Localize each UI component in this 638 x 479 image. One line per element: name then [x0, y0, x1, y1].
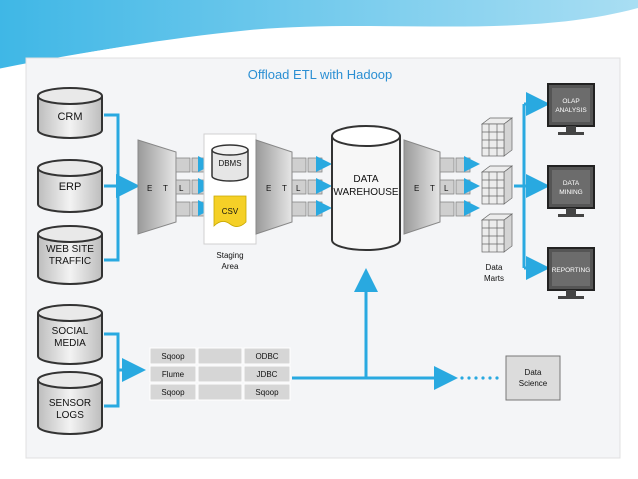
reporting-label: REPORTING	[552, 267, 591, 274]
output-connectors	[514, 92, 550, 280]
monitor-data-mining: DATA MINING	[547, 165, 595, 217]
cube-icon	[480, 165, 514, 205]
source-social-label-1: SOCIAL	[52, 326, 89, 337]
source-web-label-2: TRAFFIC	[49, 256, 91, 267]
cube-icon	[480, 117, 514, 157]
staging-dbms-label: DBMS	[218, 159, 241, 168]
etl2-l: L	[296, 184, 301, 193]
tools-table: Sqoop ODBC Flume JDBC Sqoop Sqoop	[149, 347, 291, 401]
monitor-reporting: REPORTING	[547, 247, 595, 299]
cube-icon	[480, 213, 514, 253]
dotted-connector	[460, 376, 499, 380]
header-banner	[0, 0, 638, 72]
source-web-site-traffic: WEB SITE TRAFFIC	[37, 225, 103, 285]
staging-label-2: Area	[222, 262, 239, 271]
source-sensor-logs: SENSOR LOGS	[37, 371, 103, 435]
source-sensor-label-1: SENSOR	[49, 398, 91, 409]
staging-csv-label: CSV	[222, 207, 239, 216]
olap-label-2: ANALYSIS	[555, 107, 587, 114]
data-science-label-1: Data	[525, 368, 542, 377]
csv-document-icon	[213, 195, 247, 227]
data-warehouse: DATA WAREHOUSE	[331, 125, 401, 251]
etl2-e: E	[266, 184, 271, 193]
etl1-t: T	[163, 184, 168, 193]
source-crm-label: CRM	[57, 111, 82, 123]
diagram-title: Offload ETL with Hadoop	[248, 67, 393, 82]
monitor-olap: OLAP ANALYSIS	[547, 83, 595, 135]
staging-label-1: Staging	[216, 251, 243, 260]
warehouse-label-1: DATA	[353, 174, 379, 185]
data-marts-label-1: Data	[486, 263, 503, 272]
source-sensor-label-2: LOGS	[56, 410, 84, 421]
source-erp: ERP	[37, 159, 103, 213]
source-social-label-2: MEDIA	[54, 338, 86, 349]
tool-r1-right: ODBC	[255, 352, 278, 361]
etl3-e: E	[414, 184, 419, 193]
tool-r3-left: Sqoop	[161, 388, 185, 397]
warehouse-label-2: WAREHOUSE	[333, 187, 399, 198]
source-crm: CRM	[37, 87, 103, 139]
etl3-l: L	[444, 184, 449, 193]
etl3-t: T	[430, 184, 435, 193]
source-social-media: SOCIAL MEDIA	[37, 304, 103, 365]
etl-block-3: E T L	[403, 139, 480, 235]
data-marts: Data Marts	[480, 117, 514, 283]
etl2-t: T	[282, 184, 287, 193]
etl1-e: E	[147, 184, 152, 193]
tool-r3-right: Sqoop	[255, 388, 279, 397]
data-science-box: Data Science	[505, 355, 561, 401]
staging-area: DBMS CSV Staging Area	[203, 133, 257, 271]
etl-block-2: E T L	[255, 139, 332, 235]
mining-label-1: DATA	[563, 180, 580, 187]
mining-label-2: MINING	[559, 189, 582, 196]
source-erp-label: ERP	[59, 181, 82, 193]
tool-r2-right: JDBC	[257, 370, 278, 379]
etl1-l: L	[179, 184, 184, 193]
source-web-label-1: WEB SITE	[46, 244, 94, 255]
lower-source-connectors	[104, 332, 146, 408]
upper-source-connectors	[104, 113, 140, 262]
data-marts-label-2: Marts	[484, 274, 504, 283]
olap-label-1: OLAP	[562, 98, 579, 105]
tool-r2-left: Flume	[162, 370, 185, 379]
tool-r1-left: Sqoop	[161, 352, 185, 361]
data-science-label-2: Science	[519, 379, 548, 388]
hadoop-flows	[292, 268, 458, 390]
